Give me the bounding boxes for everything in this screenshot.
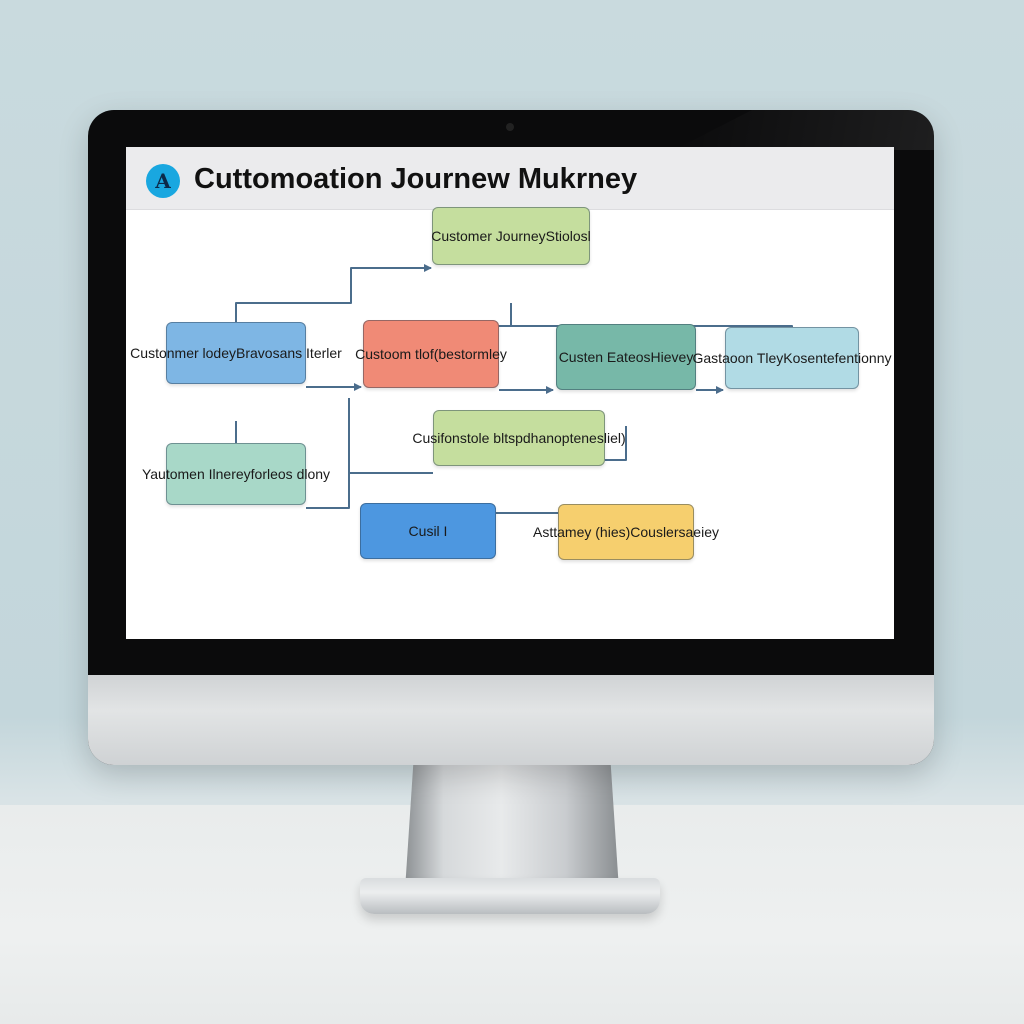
node-label: anoptenesliel) <box>538 429 626 446</box>
node-label: Custen Eateos <box>558 348 651 365</box>
node-label: Couslersaeiey <box>630 523 719 540</box>
node-customer-lodey[interactable]: Custonmer lodey Bravosans Iterler <box>130 322 342 384</box>
node-label: Kosentefentionny <box>783 349 892 366</box>
node-label: Stiolosl <box>545 227 591 244</box>
monitor-stand-base <box>360 878 660 914</box>
node-custen-eateos[interactable]: Custen Eateos Hievey <box>556 324 696 390</box>
connector-leftbottom-to-red <box>306 398 350 509</box>
page-title: Cuttomoation Journew Mukrney <box>194 163 638 195</box>
node-label: Custonmer lodey <box>130 344 236 361</box>
node-yautomen-ilnerey[interactable]: Yautomen Ilnerey forleos dlony <box>142 443 330 505</box>
node-label: Customer Journey <box>431 227 546 244</box>
node-label: Yautomen Ilnerey <box>141 465 251 482</box>
node-label: Cusil I <box>408 522 448 539</box>
node-cusil[interactable]: Cusil I <box>360 503 496 559</box>
node-label: Asttamey (hies) <box>533 523 631 540</box>
monitor-stand <box>405 760 619 890</box>
node-label: (bestormley <box>433 345 507 362</box>
monitor-chin <box>88 675 934 765</box>
node-custoom-tlof[interactable]: Custoom tlof (bestormley <box>355 320 507 388</box>
node-label: Bravosans Iterler <box>236 344 342 361</box>
node-label: Custoom tlof <box>355 345 434 362</box>
monitor: A Cuttomoation Journew Mukrney <box>88 110 934 765</box>
webcam-icon <box>506 123 514 131</box>
node-label: Cusifonstole bltspdh <box>412 429 539 446</box>
app-titlebar: A Cuttomoation Journew Mukrney <box>126 147 894 210</box>
node-asttamey[interactable]: Asttamey (hies) Couslersaeiey <box>533 504 719 560</box>
node-label: Gastaoon Tley <box>692 349 784 366</box>
node-cusifonstole[interactable]: Cusifonstole bltspdh anoptenesliel) <box>412 410 626 466</box>
node-label: forleos dlony <box>250 465 331 482</box>
node-customer-journey[interactable]: Customer Journey Stiolosl <box>431 207 591 265</box>
connector-left-to-top <box>235 264 432 356</box>
node-gastaoon-tley[interactable]: Gastaoon Tley Kosentefentionny <box>693 327 892 389</box>
app-logo-icon[interactable]: A <box>146 164 180 198</box>
flowchart-canvas: Customer Journey Stiolosl Custonmer lode… <box>126 147 894 639</box>
connector-teal-to-middle <box>605 426 627 461</box>
app-window: A Cuttomoation Journew Mukrney <box>126 147 894 639</box>
node-label: Hievey <box>650 348 694 365</box>
